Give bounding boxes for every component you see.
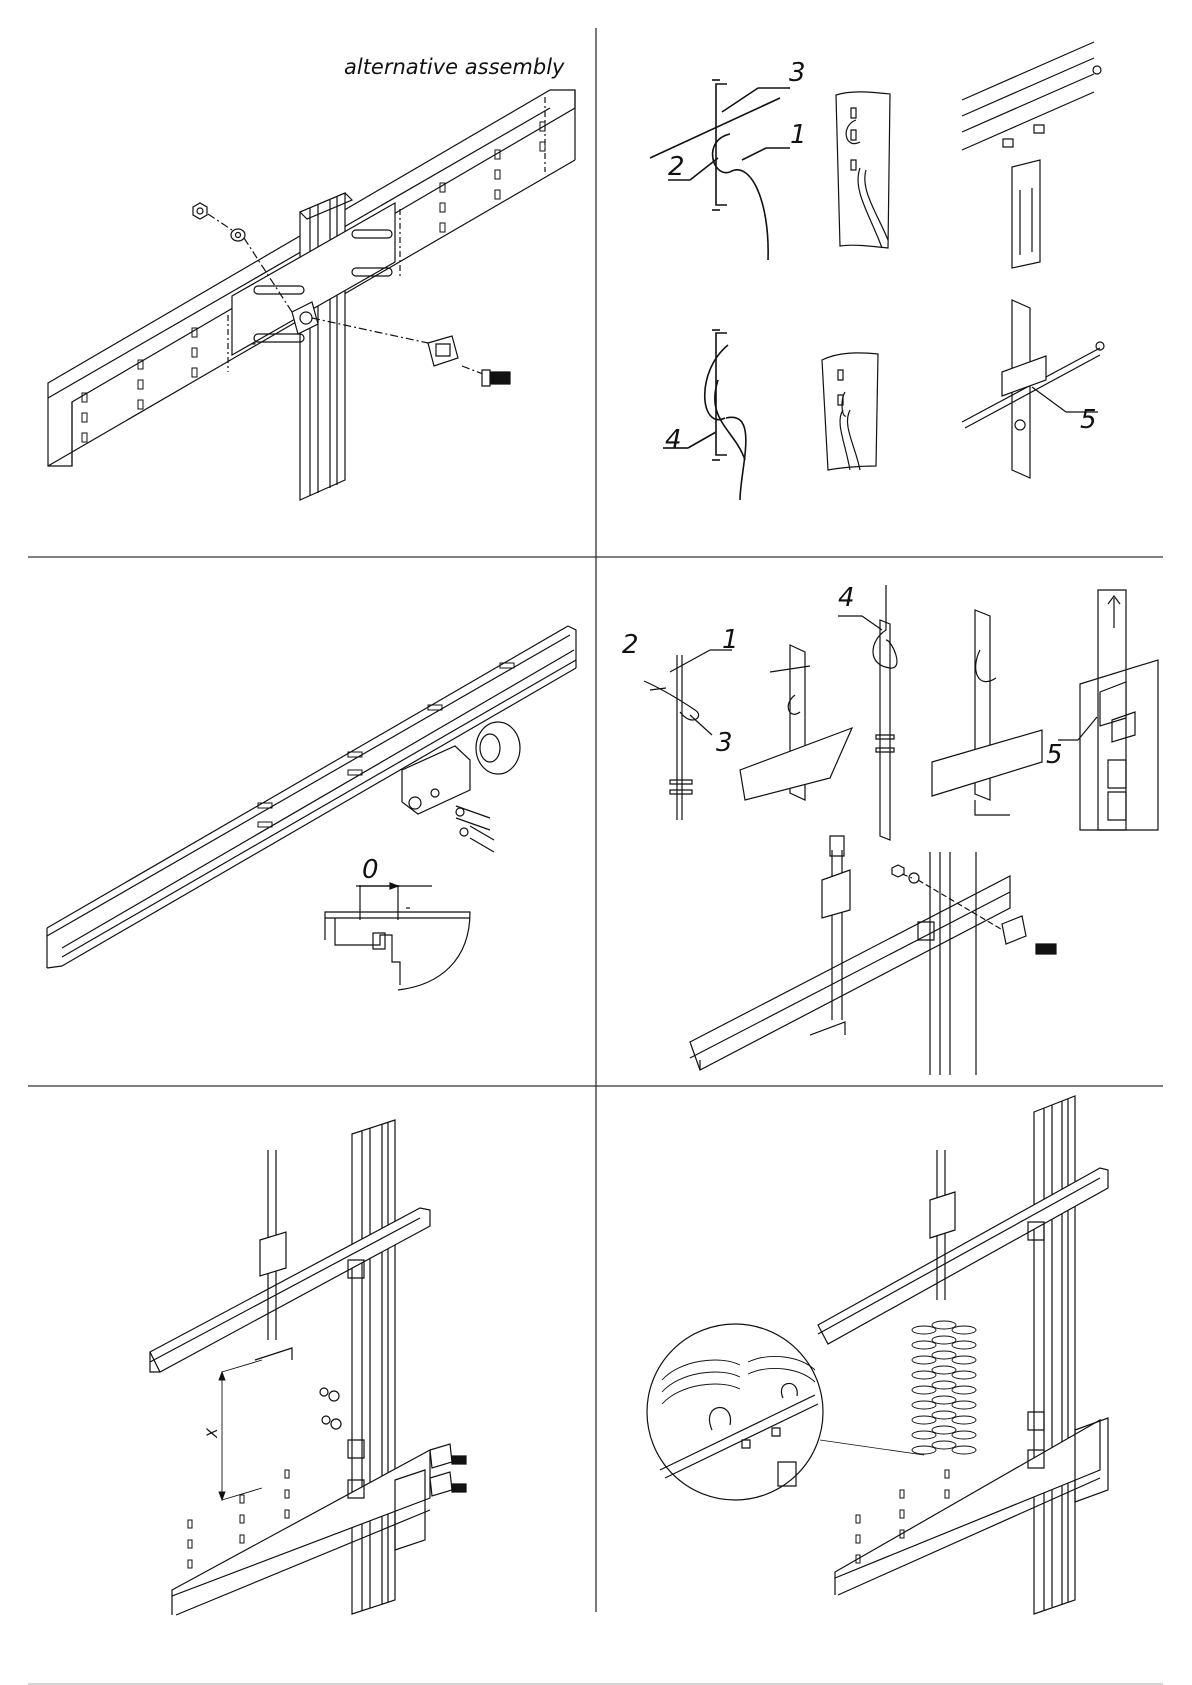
- long-c-rail: [47, 626, 576, 968]
- hanger-step-4: [932, 610, 1042, 815]
- callout-2: 2: [668, 152, 685, 182]
- panel-rail-stopper: [47, 626, 576, 990]
- detail-view-zero-gap: [325, 883, 470, 990]
- callout-3-b: 3: [716, 728, 733, 758]
- panel-springs: [647, 1096, 1108, 1614]
- dimension-x-line: [219, 1360, 262, 1500]
- callout-1: 1: [790, 120, 807, 150]
- hanger-installed-on-rail: [690, 836, 1056, 1075]
- perforated-flap-a: [836, 92, 890, 248]
- callout-2-b: 2: [622, 630, 639, 660]
- spring-detail-circle: [647, 1324, 924, 1500]
- spring-stack: [912, 1321, 976, 1454]
- callout-4: 4: [665, 425, 682, 455]
- upright-c: [1034, 1096, 1075, 1614]
- stopper-block: [402, 722, 520, 852]
- hanger-clip-assembly: [962, 300, 1104, 478]
- c-profile-section-b: [663, 330, 746, 500]
- callout-3: 3: [789, 58, 806, 88]
- hanger-b: [255, 1150, 292, 1360]
- panel-hanger-steps: [644, 585, 1158, 1075]
- hanger-step-5-detail: [1058, 590, 1158, 830]
- panel-alternative-assembly: [48, 90, 575, 500]
- panel-height-x: [150, 1120, 466, 1615]
- callout-underlines-a: [663, 88, 790, 448]
- dimension-x: X: [205, 1428, 221, 1438]
- dimension-zero: 0: [362, 855, 379, 885]
- hanger-step-3: [838, 585, 897, 840]
- perforated-flap-b: [822, 353, 878, 470]
- panel-wire-hooking: [650, 42, 1104, 500]
- callout-4-b: 4: [838, 583, 855, 613]
- callout-1-b: 1: [722, 625, 739, 655]
- callout-5: 5: [1080, 405, 1097, 435]
- hanger-step-2: [740, 645, 852, 800]
- panel-grid: [28, 28, 1163, 1684]
- callout-5-b: 5: [1046, 740, 1063, 770]
- title-alternative-assembly: alternative assembly: [344, 55, 564, 79]
- rail-perspective-a: [962, 42, 1101, 268]
